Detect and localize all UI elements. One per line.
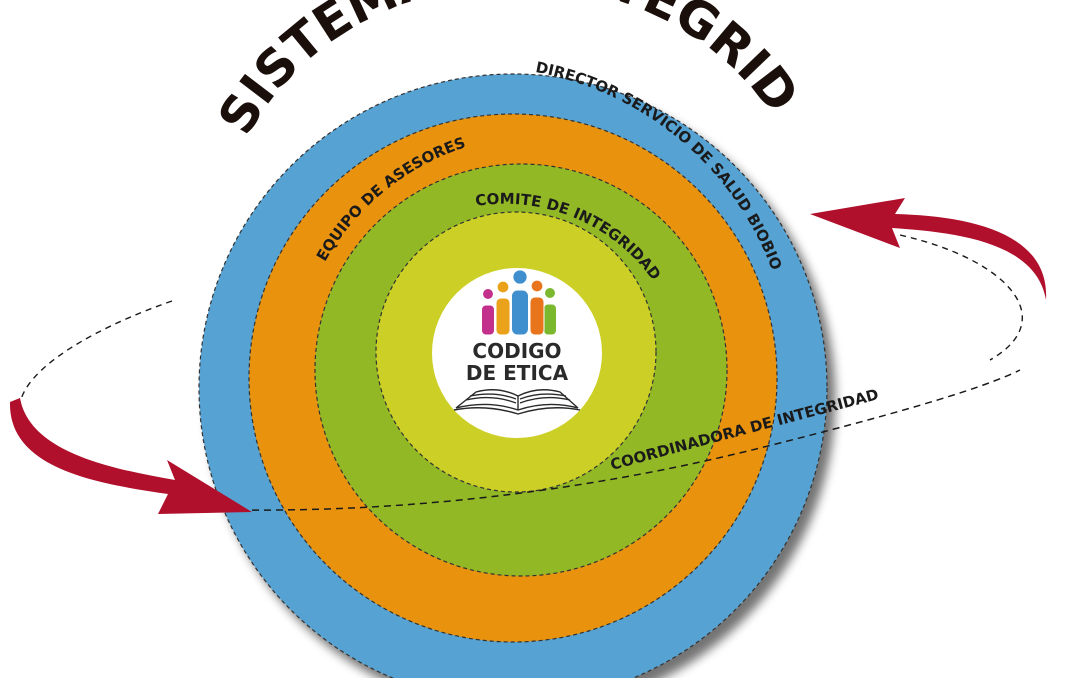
orbit-front-path bbox=[239, 369, 1021, 511]
person-body bbox=[529, 296, 545, 336]
person-body bbox=[481, 304, 495, 336]
people-icon bbox=[481, 269, 557, 336]
person-body bbox=[511, 289, 529, 336]
person-head bbox=[512, 269, 528, 285]
open-book-icon bbox=[453, 389, 581, 415]
curved-arrow-right bbox=[810, 198, 1047, 300]
center-line-2: DE ETICA bbox=[466, 361, 569, 385]
person-head bbox=[544, 287, 556, 299]
person-body bbox=[543, 303, 557, 336]
orbit-right-back bbox=[899, 234, 1023, 361]
person-head bbox=[530, 279, 544, 293]
curved-arrow-left bbox=[9, 398, 252, 514]
person-body bbox=[495, 297, 511, 336]
person-head bbox=[496, 280, 510, 294]
center-line-1: CODIGO bbox=[472, 339, 561, 363]
orbit-back-path bbox=[18, 300, 173, 441]
person-head bbox=[482, 288, 494, 300]
